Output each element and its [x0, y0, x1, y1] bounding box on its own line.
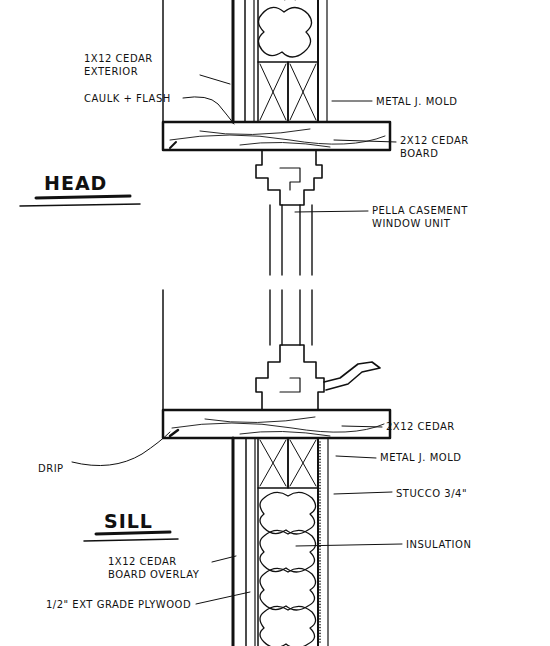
callout-label: INSULATION — [406, 538, 516, 551]
section-title: HEAD — [44, 172, 144, 194]
callout-label: 1/2" EXT GRADE PLYWOOD — [46, 598, 196, 611]
callout-label: PELLA CASEMENT WINDOW UNIT — [372, 204, 502, 230]
callout-label: METAL J. MOLD — [380, 451, 500, 464]
callout-label: 2X12 CEDAR — [386, 420, 486, 433]
callout-label: DRIP — [38, 462, 98, 475]
insulation-batt — [260, 492, 316, 534]
sill-detail — [72, 290, 402, 646]
callout-label: STUCCO 3/4" — [396, 487, 506, 500]
callout-label: METAL J. MOLD — [376, 95, 496, 108]
insulation-batt — [260, 530, 316, 572]
insulation-batt — [260, 568, 316, 610]
callout-label: 1X12 CEDAR EXTERIOR — [84, 52, 196, 78]
callout-label: 1X12 CEDAR BOARD OVERLAY — [108, 555, 210, 581]
callout-label: CAULK + FLASH — [84, 92, 184, 105]
callout-label: 2X12 CEDAR BOARD — [400, 134, 500, 160]
section-title: SILL — [104, 510, 184, 532]
head-detail — [20, 0, 396, 275]
insulation-batt — [260, 606, 316, 646]
